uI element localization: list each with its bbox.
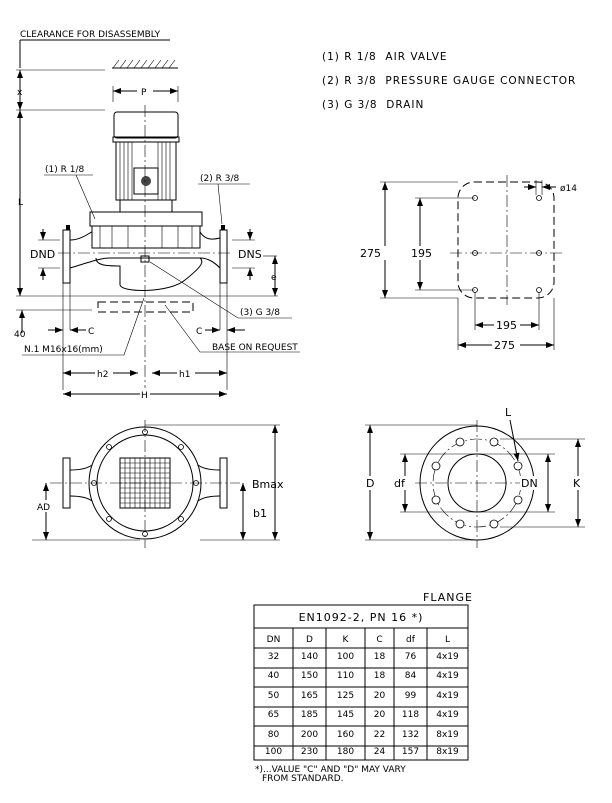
table-header-cell: K	[343, 635, 350, 645]
table-cell: 18	[374, 652, 386, 662]
hole-dim: ø14	[560, 184, 577, 194]
table-cell: 150	[301, 671, 318, 681]
table-cell: 20	[374, 691, 386, 701]
c-left-label: C	[88, 327, 94, 337]
motor	[112, 111, 180, 213]
base-view: 275 195 195 275 ø14	[360, 175, 577, 352]
table-cell: 100	[265, 747, 282, 757]
table-cell: 100	[337, 652, 354, 662]
top-view: AD Bmax b1	[32, 420, 284, 548]
table-cell: 118	[402, 710, 419, 720]
table-cell: 157	[402, 747, 419, 757]
b1-label: b1	[253, 507, 267, 520]
h2-label: h2	[97, 370, 108, 380]
table-title: EN1092-2, PN 16 *)	[299, 611, 424, 624]
d-label: D	[366, 477, 374, 490]
table-note: FROM STANDARD.	[262, 774, 344, 784]
gauge-tag: (2) R 3/8	[200, 174, 239, 184]
table-cell: 80	[268, 730, 280, 740]
c-right-label: C	[196, 327, 202, 337]
table-cell: 160	[337, 730, 354, 740]
table-cell: 110	[337, 671, 354, 681]
side-view: CLEARANCE FOR DISASSEMBLY x P L	[14, 30, 300, 401]
outer-v-dim: 275	[360, 247, 381, 260]
table-header-cell: D	[306, 635, 313, 645]
table-cell: 230	[301, 747, 318, 757]
table-header-cell: df	[406, 635, 416, 645]
table-cell: 32	[268, 652, 279, 662]
table-header-cell: L	[445, 635, 450, 645]
table-cell: 24	[374, 747, 386, 757]
base-label: BASE ON REQUEST	[212, 343, 298, 353]
ad-label: AD	[37, 503, 50, 513]
table-note: *)...VALUE "C" AND "D" MAY VARY	[255, 765, 406, 775]
bolt-label: N.1 M16x16(mm)	[24, 345, 103, 355]
l-label: L	[18, 198, 23, 208]
table-cell: 200	[301, 730, 318, 740]
table-cell: 132	[402, 730, 419, 740]
table-caption: FLANGE	[423, 591, 473, 604]
dns-label: DNS	[238, 248, 262, 261]
table-cell: 185	[301, 710, 318, 720]
table-header-cell: C	[376, 635, 382, 645]
dnd-label: DND	[30, 248, 55, 261]
air-valve-tag: (1) R 1/8	[45, 165, 84, 175]
drain-tag: (3) G 3/8	[240, 308, 280, 318]
e-label: e	[271, 273, 277, 283]
table-cell: 125	[337, 691, 354, 701]
legend-item: (3) G 3/8 DRAIN	[322, 99, 424, 111]
dn-label: DN	[521, 477, 538, 490]
table-cell: 4x19	[436, 671, 459, 681]
p-label: P	[141, 88, 147, 98]
table-cell: 180	[337, 747, 354, 757]
l-hole-label: L	[505, 406, 512, 419]
table-cell: 20	[374, 710, 386, 720]
table-cell: 84	[405, 671, 417, 681]
table-cell: 40	[268, 671, 280, 681]
table-cell: 145	[337, 710, 354, 720]
table-cell: 4x19	[436, 710, 459, 720]
bmax-label: Bmax	[252, 478, 284, 491]
table-cell: 18	[374, 671, 386, 681]
h-label: H	[141, 391, 148, 401]
table-header-cell: DN	[267, 635, 281, 645]
table-cell: 4x19	[436, 652, 459, 662]
h1-label: h1	[179, 370, 190, 380]
ceiling-hatch	[112, 59, 178, 69]
table-cell: 99	[405, 691, 417, 701]
df-label: df	[394, 477, 406, 490]
table-cell: 22	[374, 730, 385, 740]
outer-h-dim: 275	[494, 339, 515, 352]
legend: (1) R 1/8 AIR VALVE (2) R 3/8 PRESSURE G…	[322, 51, 576, 111]
pump-body	[62, 211, 228, 291]
table-cell: 65	[268, 710, 279, 720]
x-label: x	[17, 88, 23, 98]
optional-base	[97, 301, 194, 313]
k-label: K	[573, 477, 581, 490]
forty-label: 40	[14, 330, 26, 340]
legend-item: (2) R 3/8 PRESSURE GAUGE CONNECTOR	[322, 75, 576, 87]
table-cell: 8x19	[436, 730, 459, 740]
inner-h-dim: 195	[496, 319, 517, 332]
inner-v-dim: 195	[411, 247, 432, 260]
table-cell: 165	[301, 691, 318, 701]
table-cell: 50	[268, 691, 280, 701]
table-cell: 8x19	[436, 747, 459, 757]
flange-view: D df DN K L	[365, 406, 586, 548]
table-cell: 4x19	[436, 691, 459, 701]
clearance-label: CLEARANCE FOR DISASSEMBLY	[20, 30, 161, 40]
table-cell: 140	[301, 652, 318, 662]
legend-item: (1) R 1/8 AIR VALVE	[322, 51, 448, 63]
table-cell: 76	[405, 652, 417, 662]
